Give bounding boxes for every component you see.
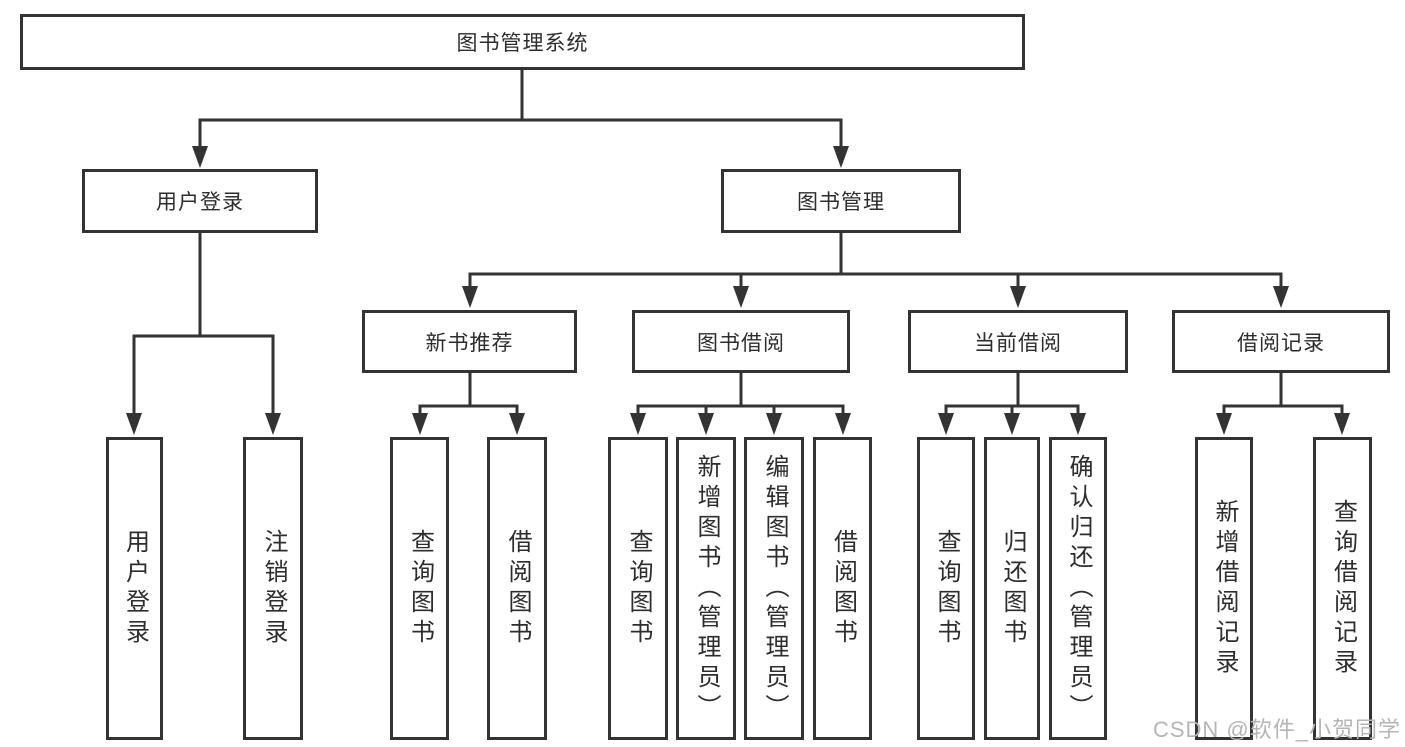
leaf-borrow-books: 借阅图书 [813,437,872,740]
node-borrow-records: 借阅记录 [1172,310,1390,373]
connector-segments [132,70,1344,420]
leaf-label: 新增借阅记录 [1211,498,1238,679]
leaf-label: 注销登录 [260,528,287,649]
node-label: 借阅记录 [1237,331,1325,355]
leaf-label: 归还图书 [999,528,1026,649]
leaf-add-borrow-record: 新增借阅记录 [1195,437,1253,740]
node-label: 当前借阅 [974,331,1062,355]
leaf-label: 借阅图书 [504,528,531,649]
leaf-label: 用户登录 [121,528,149,649]
node-library-system: 图书管理系统 [20,14,1025,70]
leaf-label: 编辑图书（管理员） [761,453,788,724]
arrowheads [126,146,1350,435]
node-label: 图书管理 [797,191,885,214]
leaf-edit-book-admin: 编辑图书（管理员） [744,437,804,740]
leaf-query-books-current: 查询图书 [917,437,975,740]
leaf-query-books-recommend: 查询图书 [390,437,449,740]
leaf-query-books-borrow: 查询图书 [608,437,668,740]
leaf-user-login: 用户登录 [106,437,163,740]
leaf-label: 查询图书 [933,528,960,649]
node-new-book-recommend: 新书推荐 [362,310,577,373]
leaf-query-borrow-record: 查询借阅记录 [1313,437,1372,740]
leaf-label: 借阅图书 [829,528,857,649]
node-book-borrow: 图书借阅 [632,310,850,373]
node-current-borrow: 当前借阅 [908,310,1128,373]
node-label: 图书管理系统 [456,32,589,55]
leaf-label: 确认归还（管理员） [1065,453,1092,724]
node-label: 图书借阅 [697,331,785,355]
leaf-borrow-books-recommend: 借阅图书 [487,437,547,740]
leaf-return-book: 归还图书 [984,437,1040,740]
node-book-management: 图书管理 [721,169,961,233]
node-label: 新书推荐 [425,331,514,355]
leaf-label: 新增图书（管理员） [693,453,720,724]
leaf-add-book-admin: 新增图书（管理员） [676,437,736,740]
leaf-label: 查询图书 [406,528,434,649]
leaf-confirm-return-admin: 确认归还（管理员） [1049,437,1107,740]
node-label: 用户登录 [156,191,244,214]
node-user-login: 用户登录 [82,169,318,233]
leaf-logout-login: 注销登录 [243,437,303,740]
leaf-label: 查询借阅记录 [1329,498,1357,679]
leaf-label: 查询图书 [625,528,652,649]
csdn-watermark: CSDN @软件_小贺同学 [1152,717,1401,742]
